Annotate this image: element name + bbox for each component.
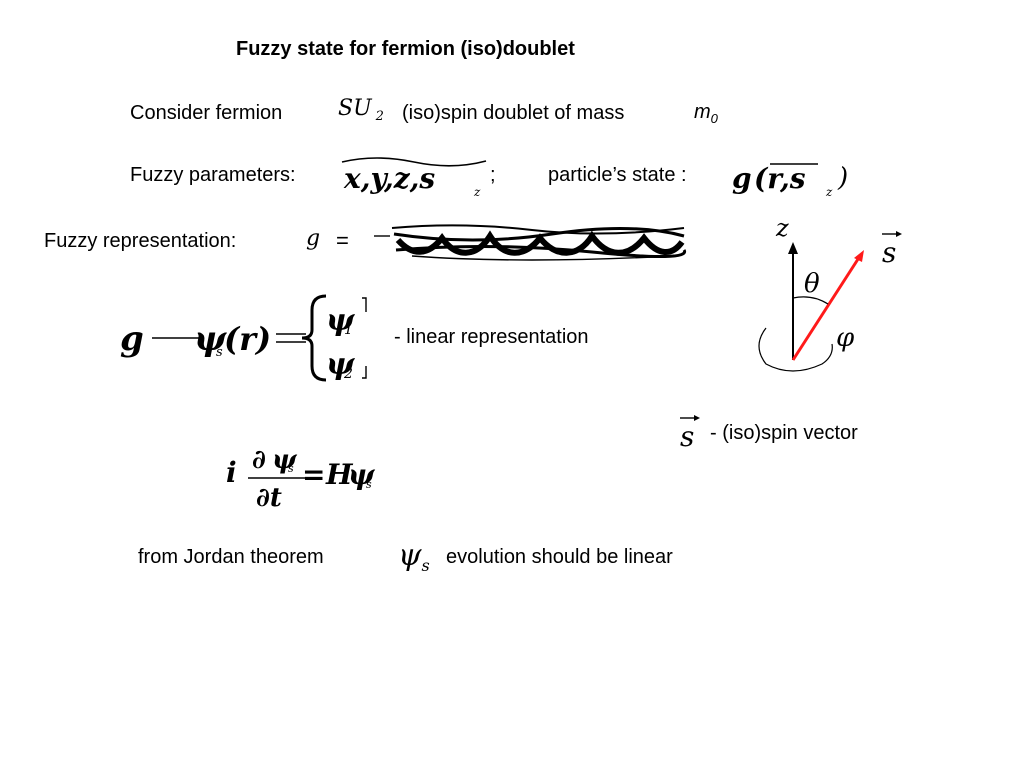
state-formula: g (r,s z ) [732, 162, 848, 199]
column-vector-bracket [301, 294, 327, 382]
svg-text:z: z [825, 185, 833, 199]
svg-text:(r): (r) [224, 320, 271, 358]
svg-text:g: g [120, 319, 144, 359]
schrodinger-equation: i ∂ ψ s ∂t = H ψ s [226, 445, 376, 510]
svg-text:x,y,z,s: x,y,z,s [343, 162, 435, 195]
svg-text:i: i [226, 456, 237, 489]
spin-vector-line [791, 255, 862, 361]
phi-symbol: φ [836, 323, 855, 353]
representation-label: Fuzzy representation: [44, 230, 237, 252]
params-separator: ; [490, 164, 496, 186]
svg-text:2: 2 [343, 366, 353, 382]
svg-text:∂: ∂ [252, 445, 266, 475]
svg-text:ψ: ψ [326, 347, 356, 382]
svg-text:H: H [325, 458, 354, 491]
svg-text:ψ: ψ [272, 445, 298, 475]
z-axis-arrowhead [788, 242, 798, 254]
spin-caption-symbol: s [680, 415, 700, 450]
linear-caption: - linear representation [394, 326, 589, 348]
svg-text:=: = [302, 458, 325, 491]
svg-text:ψ: ψ [326, 303, 356, 338]
svg-text:ψ: ψ [348, 458, 376, 491]
consider-prefix: Consider fermion [130, 102, 283, 124]
state-label: particle’s state : [548, 164, 687, 186]
svg-text:(r,s: (r,s [754, 162, 806, 195]
jordan-psi: ψs [398, 538, 430, 575]
svg-text:ψ: ψ [194, 319, 227, 359]
svg-text:∂t: ∂t [256, 483, 282, 510]
spin-vector-arrowhead [854, 250, 864, 262]
svg-text:s: s [680, 420, 694, 450]
svg-text:s: s [216, 345, 223, 360]
consider-suffix: (iso)spin doublet of mass [402, 102, 625, 124]
representation-equals: = [336, 228, 349, 253]
svg-text:): ) [837, 163, 848, 193]
linear-representation-formula: g ψ s (r) ψ 1 ψ 2 [120, 294, 367, 382]
svg-text:1: 1 [344, 322, 353, 338]
s-vector-label: s [882, 236, 896, 269]
phi-arc [758, 327, 833, 372]
theta-arc [792, 296, 829, 305]
params-formula: x,y,z,s z [341, 157, 487, 199]
slide-title: Fuzzy state for fermion (iso)doublet [236, 38, 575, 60]
svg-text:g: g [732, 162, 752, 195]
jordan-suffix: evolution should be linear [446, 546, 673, 568]
theta-symbol: θ [804, 269, 820, 299]
svg-text:s: s [366, 478, 372, 491]
svg-text:s: s [288, 462, 294, 475]
spin-vector-diagram: z θ φ s [758, 214, 902, 372]
params-label: Fuzzy parameters: [130, 164, 296, 186]
spin-caption: - (iso)spin vector [710, 422, 858, 444]
tilde-over-params [341, 157, 487, 167]
garbled-representation-formula [374, 224, 687, 261]
mass-symbol: m0 [694, 101, 718, 126]
jordan-prefix: from Jordan theorem [138, 546, 324, 568]
svg-text:z: z [473, 185, 481, 199]
z-axis-label: z [775, 214, 789, 242]
representation-symbol: g [306, 226, 321, 251]
